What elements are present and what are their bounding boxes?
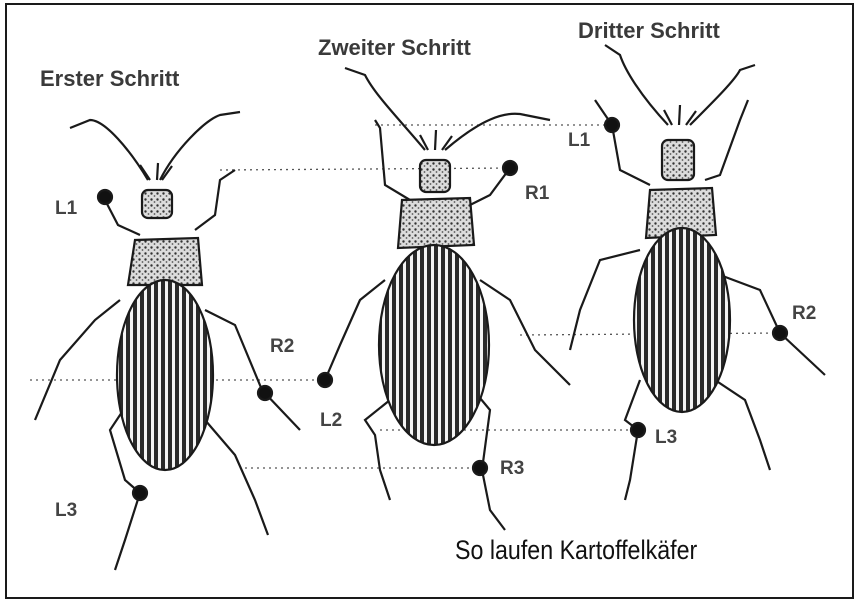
beetle-step-3 [570,45,825,500]
leg-label-l3-step-1: L3 [55,500,77,522]
beetle-step-2 [318,68,570,530]
leg-label-r2-step-1: R2 [270,336,294,358]
leg-label-l3-step-3: L3 [655,427,677,449]
caption: So laufen Kartoffelkäfer [455,535,697,566]
step-title-third: Dritter Schritt [578,18,720,44]
step-title-first: Erster Schritt [40,66,179,92]
leg-label-r3-step-2: R3 [500,458,524,480]
leg-label-l1-step-3: L1 [568,130,590,152]
leg-label-r1-step-2: R1 [525,183,549,205]
leg-label-l2-step-2: L2 [320,410,342,432]
step-title-second: Zweiter Schritt [318,35,471,61]
leg-label-r2-step-3: R2 [792,303,816,325]
leg-label-l1-step-1: L1 [55,198,77,220]
